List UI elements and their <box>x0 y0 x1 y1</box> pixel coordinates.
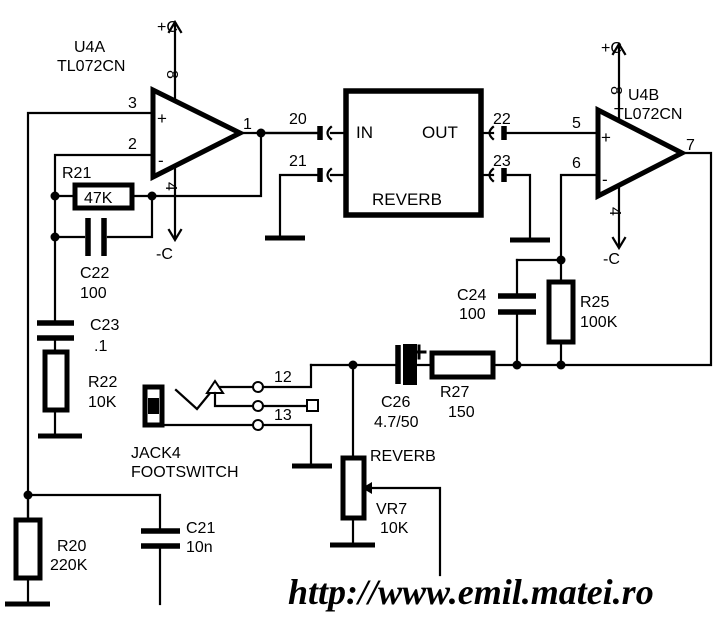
r22-ref: R22 <box>88 374 117 391</box>
c21-ref: C21 <box>186 520 215 537</box>
jack4-name: FOOTSWITCH <box>131 464 239 481</box>
resistor-r21: 47K <box>72 182 154 211</box>
u4b-vcc-label: +C <box>601 40 622 57</box>
u4a-ref: U4A <box>74 39 105 56</box>
u4b-plus-sign: + <box>601 128 611 147</box>
u4a-pin-out: 1 <box>243 116 252 133</box>
vr7-ref: VR7 <box>376 501 407 518</box>
u4b-pin-plus-in: 5 <box>572 115 581 132</box>
reverb-tank-block: IN OUT REVERB <box>343 88 484 218</box>
u4a-plus-sign: + <box>157 109 167 128</box>
u4b-pin-vcc: 8 <box>607 86 624 95</box>
c21-value: 10n <box>186 539 213 556</box>
r21-value: 47K <box>84 190 113 207</box>
jack4-footswitch <box>142 363 332 469</box>
website-url: http://www.emil.matei.ro <box>288 572 654 612</box>
jack4-pin-12: 12 <box>274 369 292 386</box>
r27-ref: R27 <box>440 384 469 401</box>
u4b-pin-minus-in: 6 <box>572 155 581 172</box>
capacitor-c22 <box>85 218 107 256</box>
u4b-pin-out: 7 <box>686 137 695 154</box>
u4b-minus-sign: - <box>602 170 608 189</box>
c22-value: 100 <box>80 285 107 302</box>
capacitor-c23 <box>37 320 74 354</box>
u4a-pin-minus-in: 2 <box>128 136 137 153</box>
u4b-part: TL072CN <box>614 106 682 123</box>
u4a-plus-input-wire <box>26 111 155 522</box>
c23-ref: C23 <box>90 317 119 334</box>
reverb-pin-in-gnd: 21 <box>289 153 307 170</box>
r27-value: 150 <box>448 404 475 421</box>
resistor-r25 <box>546 279 576 345</box>
jack4-pin-13: 13 <box>274 407 292 424</box>
u4a-vcc-label: +C <box>157 19 178 36</box>
u4b-ref: U4B <box>628 87 659 104</box>
u4a-pin-vcc: 8 <box>163 70 180 79</box>
u4a-vee-label: -C <box>156 246 173 263</box>
u4a-pin-vee: 4 <box>162 182 179 191</box>
opamp-u4a: + - <box>150 85 246 182</box>
vr7-value: 10K <box>380 520 409 537</box>
jack4-ref: JACK4 <box>131 445 181 462</box>
u4a-minus-sign: - <box>158 151 164 170</box>
u4a-pin-plus-in: 3 <box>128 95 137 112</box>
reverb-in-label: IN <box>356 123 373 142</box>
u4b-vee-label: -C <box>603 251 620 268</box>
c24-value: 100 <box>459 306 486 323</box>
r20-ref: R20 <box>57 538 86 555</box>
r21-ref: R21 <box>62 165 91 182</box>
c23-value: .1 <box>94 338 107 355</box>
potentiometer-vr7 <box>330 363 442 577</box>
vr7-title: REVERB <box>370 448 436 465</box>
r25-value: 100K <box>580 314 618 331</box>
reverb-pin-in: 20 <box>289 111 307 128</box>
c26-value: 4.7/50 <box>374 414 419 431</box>
c22-ref: C22 <box>80 265 109 282</box>
resistor-r27 <box>429 350 496 380</box>
u4a-minus-input-wire <box>53 153 155 198</box>
u4b-minus-input-wire <box>559 173 600 284</box>
u4b-pin-vee: 4 <box>606 207 623 216</box>
capacitor-c26 <box>309 344 434 385</box>
c24-ref: C24 <box>457 287 486 304</box>
capacitor-c24 <box>498 293 536 315</box>
reverb-pin-out-gnd: 23 <box>493 153 511 170</box>
r20-value: 220K <box>50 557 88 574</box>
c26-ref: C26 <box>381 394 410 411</box>
u4a-part: TL072CN <box>57 58 125 75</box>
opamp-u4b: + - <box>595 105 688 201</box>
r21-feedback-wire <box>150 131 263 198</box>
reverb-out-label: OUT <box>422 123 458 142</box>
capacitor-c21 <box>26 493 180 606</box>
r22-value: 10K <box>88 394 117 411</box>
reverb-block-title: REVERB <box>372 190 442 209</box>
u4b-output-wire <box>491 151 713 367</box>
reverb-pin-out: 22 <box>493 111 511 128</box>
resistor-r20 <box>5 493 50 607</box>
r25-ref: R25 <box>580 294 609 311</box>
resistor-r22 <box>38 349 82 439</box>
